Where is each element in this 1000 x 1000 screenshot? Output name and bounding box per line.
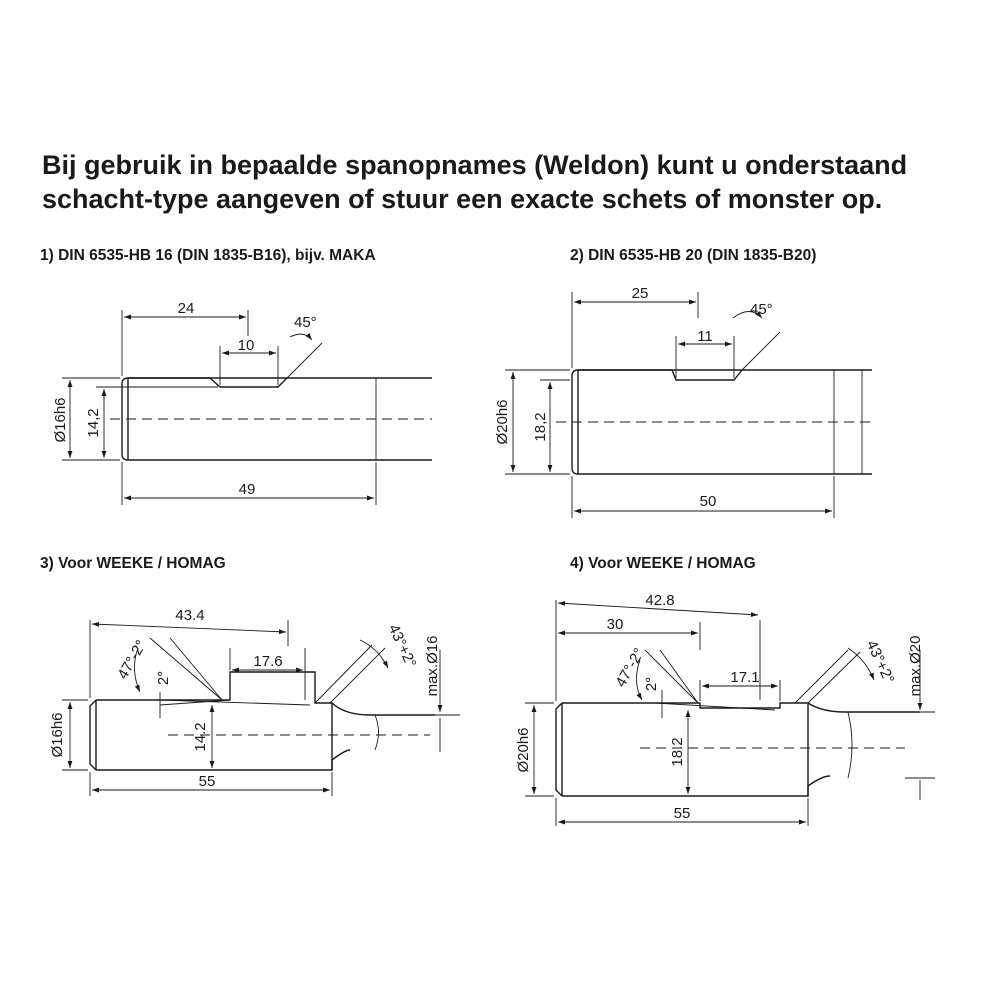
d3-dim-small-angle: 2° (155, 671, 172, 685)
d1-dim-flat-len: 10 (238, 337, 255, 354)
d1-dim-diameter: Ø16h6 (52, 397, 69, 442)
d2-dim-angle: 45° (750, 301, 773, 318)
d3-dim-flat-len: 17.6 (253, 653, 282, 670)
d2-dim-diameter: Ø20h6 (494, 399, 511, 444)
d2-dim-flat-pos: 25 (632, 285, 649, 302)
d4-dim-flat-pos: 42.8 (645, 592, 674, 609)
d3-dim-max: max.Ø16 (424, 636, 441, 697)
d4-dim-flat-start: 30 (607, 616, 624, 633)
d3-dim-diameter: Ø16h6 (49, 712, 66, 757)
d4-dim-flat-depth: 18.2 (669, 737, 686, 766)
d3-dim-angle-right: 43°+2° (385, 622, 420, 671)
d2-dim-length: 50 (700, 493, 717, 510)
d2-dim-flat-depth: 18,2 (532, 412, 549, 441)
d1-dim-angle: 45° (294, 314, 317, 331)
diagram-3-shank (62, 620, 460, 796)
diagram-2-caption: 2) DIN 6535-HB 20 (DIN 1835-B20) (570, 247, 817, 264)
diagram-4-shank (525, 600, 935, 826)
d4-dim-diameter: Ø20h6 (515, 727, 532, 772)
d1-dim-length: 49 (239, 481, 256, 498)
heading-line-2: schacht-type aangeven of stuur een exact… (42, 184, 883, 214)
diagram-4-caption: 4) Voor WEEKE / HOMAG (570, 555, 756, 572)
d1-dim-flat-pos: 24 (178, 300, 195, 317)
d4-dim-angle-right: 43°+2° (863, 638, 898, 687)
heading-line-1: Bij gebruik in bepaalde spanopnames (Wel… (42, 150, 908, 180)
d2-dim-flat-len: 11 (697, 328, 713, 345)
diagram-3-caption: 3) Voor WEEKE / HOMAG (40, 555, 226, 572)
diagram-1-caption: 1) DIN 6535-HB 16 (DIN 1835-B16), bijv. … (40, 247, 376, 264)
diagram-2-shank (505, 292, 872, 518)
d4-dim-flat-len: 17.1 (730, 669, 759, 686)
d4-dim-max: max.Ø20 (907, 636, 924, 697)
page-heading: Bij gebruik in bepaalde spanopnames (Wel… (42, 148, 982, 216)
d3-dim-flat-depth: 14.2 (192, 722, 209, 751)
d3-dim-flat-pos: 43.4 (175, 607, 204, 624)
d3-dim-angle-left: 47°-2° (114, 637, 150, 682)
d1-dim-flat-depth: 14,2 (85, 408, 102, 437)
diagram-1-shank (62, 310, 432, 505)
d3-dim-length: 55 (199, 773, 216, 790)
d4-dim-length: 55 (674, 805, 691, 822)
d4-dim-small-angle: 2° (643, 677, 660, 691)
